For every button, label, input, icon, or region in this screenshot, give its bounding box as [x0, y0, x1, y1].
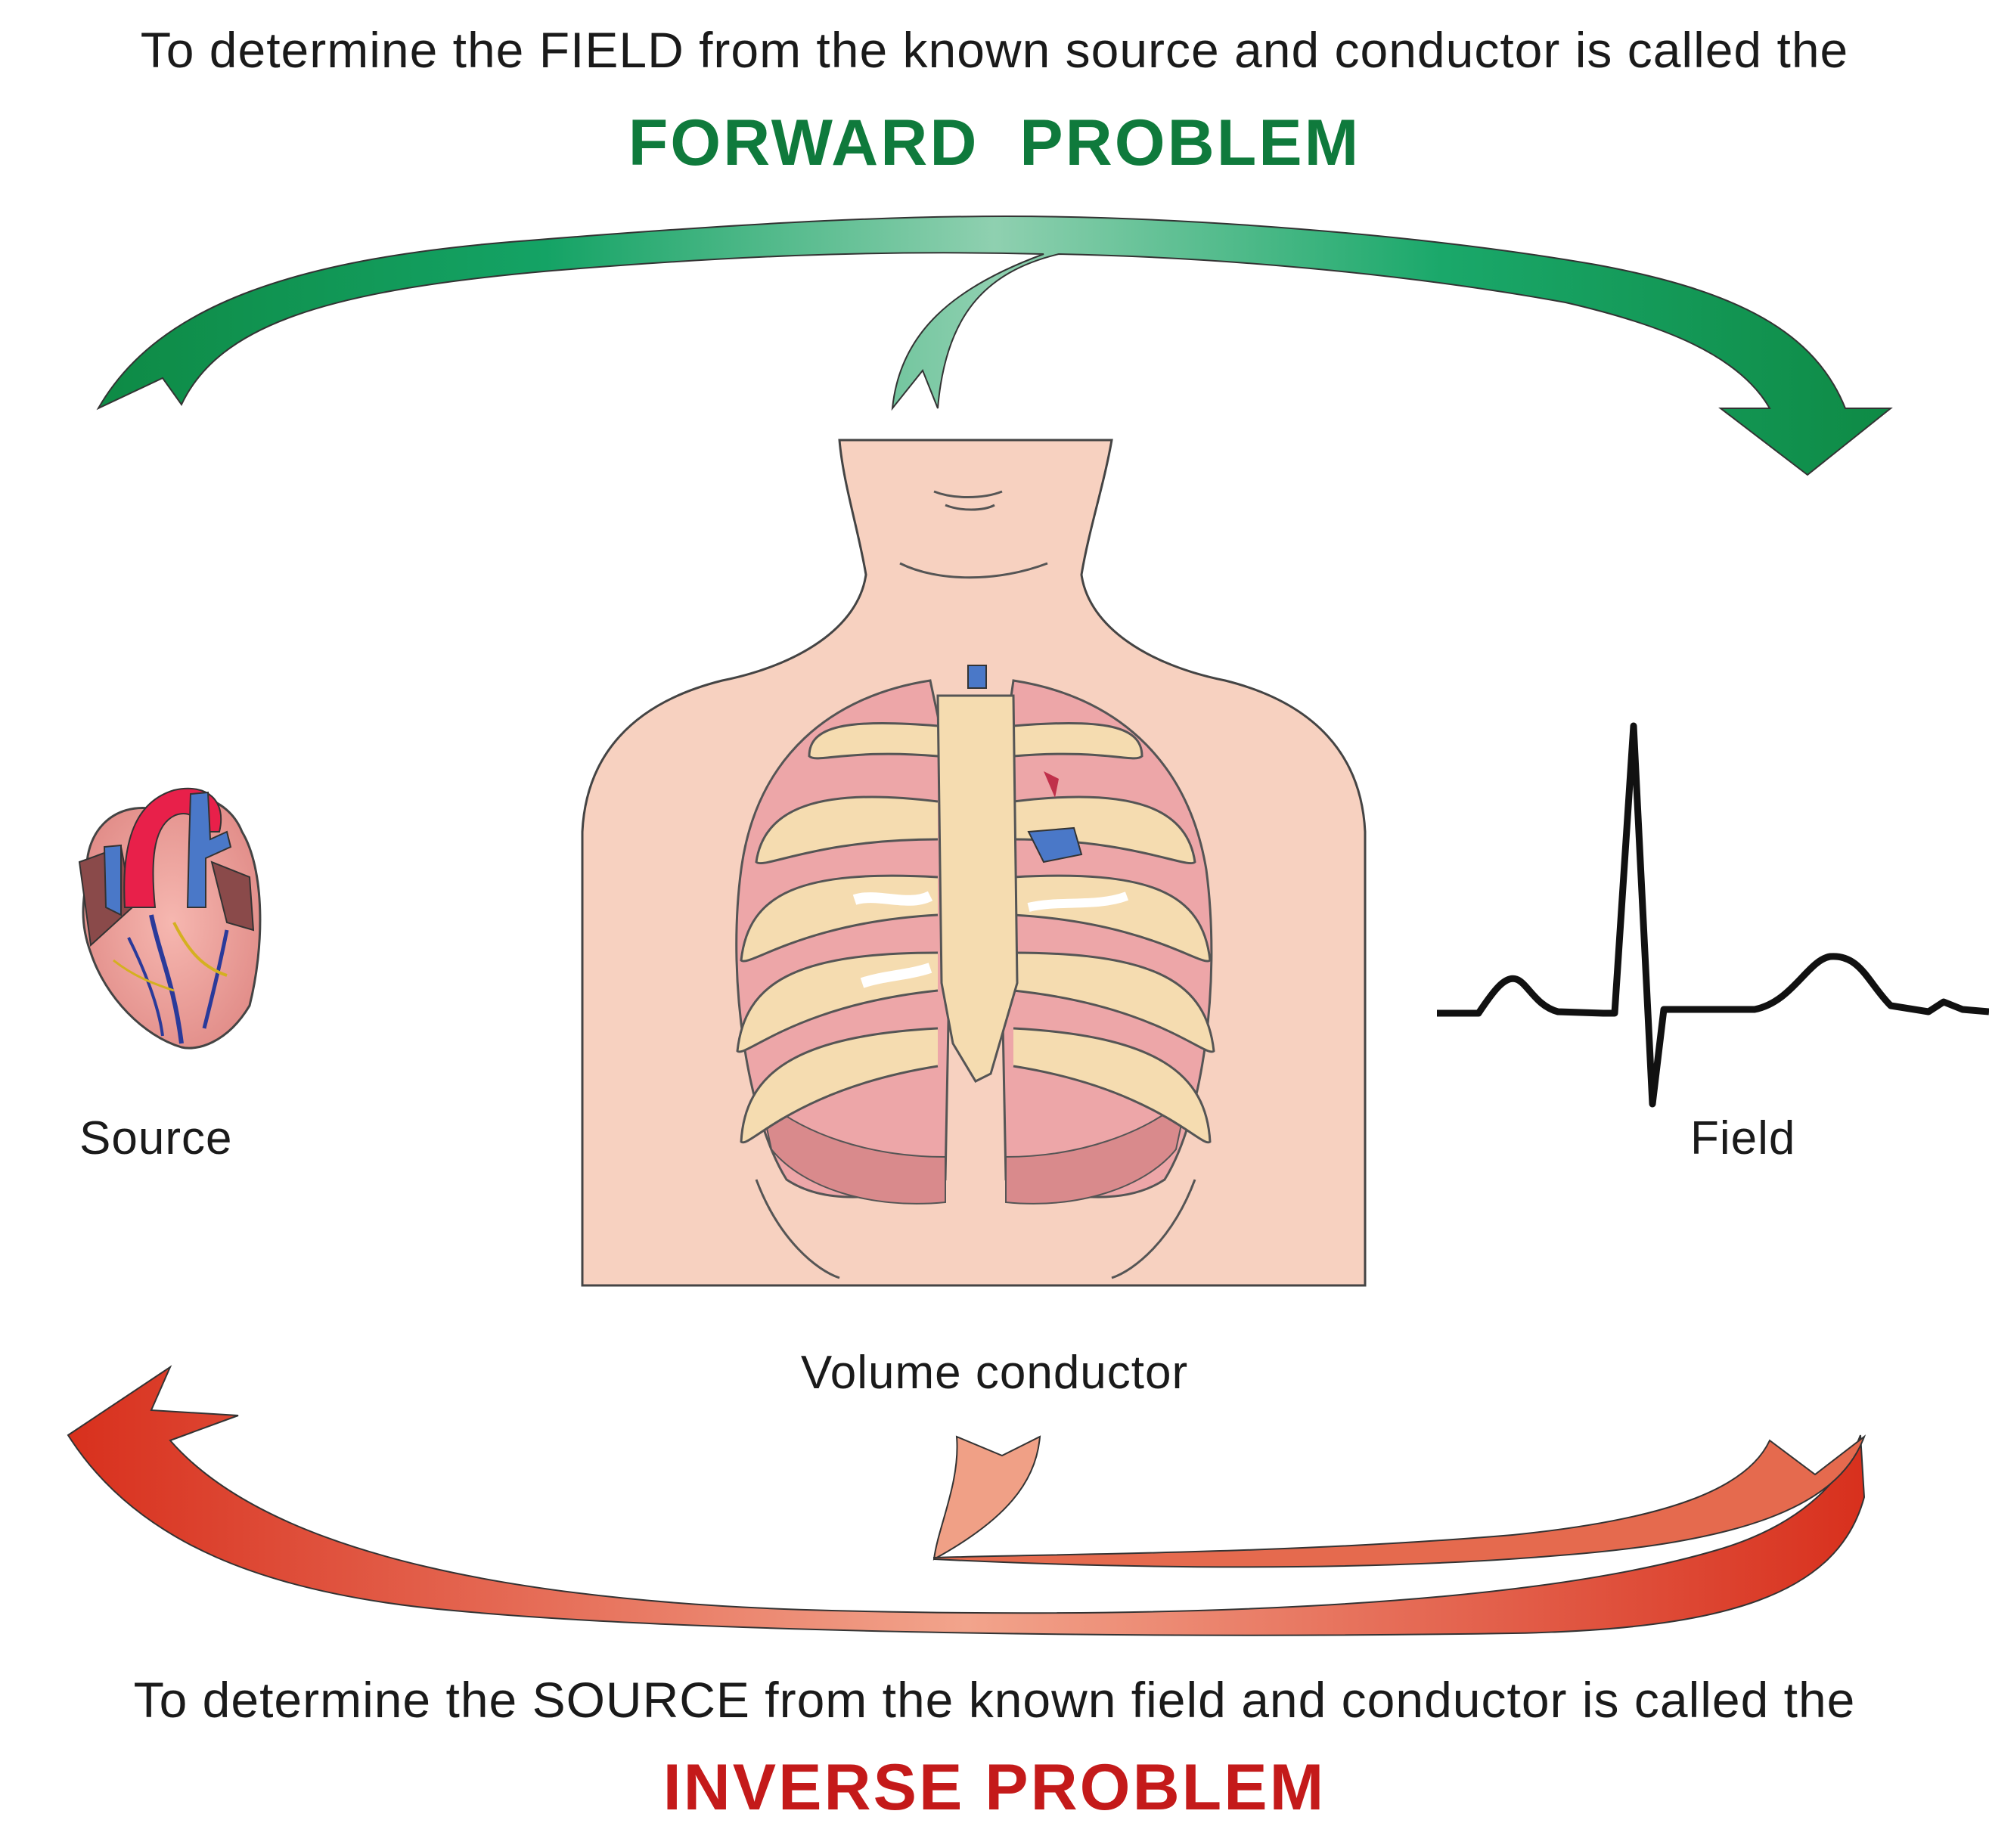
inverse-arrow-main: [67, 1365, 1866, 1636]
inverse-arrow-branch: [932, 1435, 1041, 1561]
inverse-problem-title: INVERSE PROBLEM: [662, 1751, 1327, 1824]
inverse-arrow: [67, 1365, 1866, 1636]
heart-icon: [78, 787, 262, 1050]
forward-arrow: [96, 215, 1893, 476]
forward-problem-title: FORWARD PROBLEM: [628, 107, 1361, 179]
inverse-caption: To determine the SOURCE from the known f…: [133, 1672, 1856, 1728]
source-label: Source: [79, 1112, 233, 1164]
volume-conductor-label: Volume conductor: [800, 1347, 1189, 1399]
inverse-arrow-right-branch: [933, 1434, 1866, 1568]
ecg-waveform-icon: [1437, 722, 1989, 1108]
forward-caption: To determine the FIELD from the known so…: [140, 22, 1849, 78]
torso-ribcage-icon: [581, 439, 1367, 1287]
forward-arrow-shape: [96, 215, 1893, 476]
field-label: Field: [1690, 1112, 1796, 1164]
